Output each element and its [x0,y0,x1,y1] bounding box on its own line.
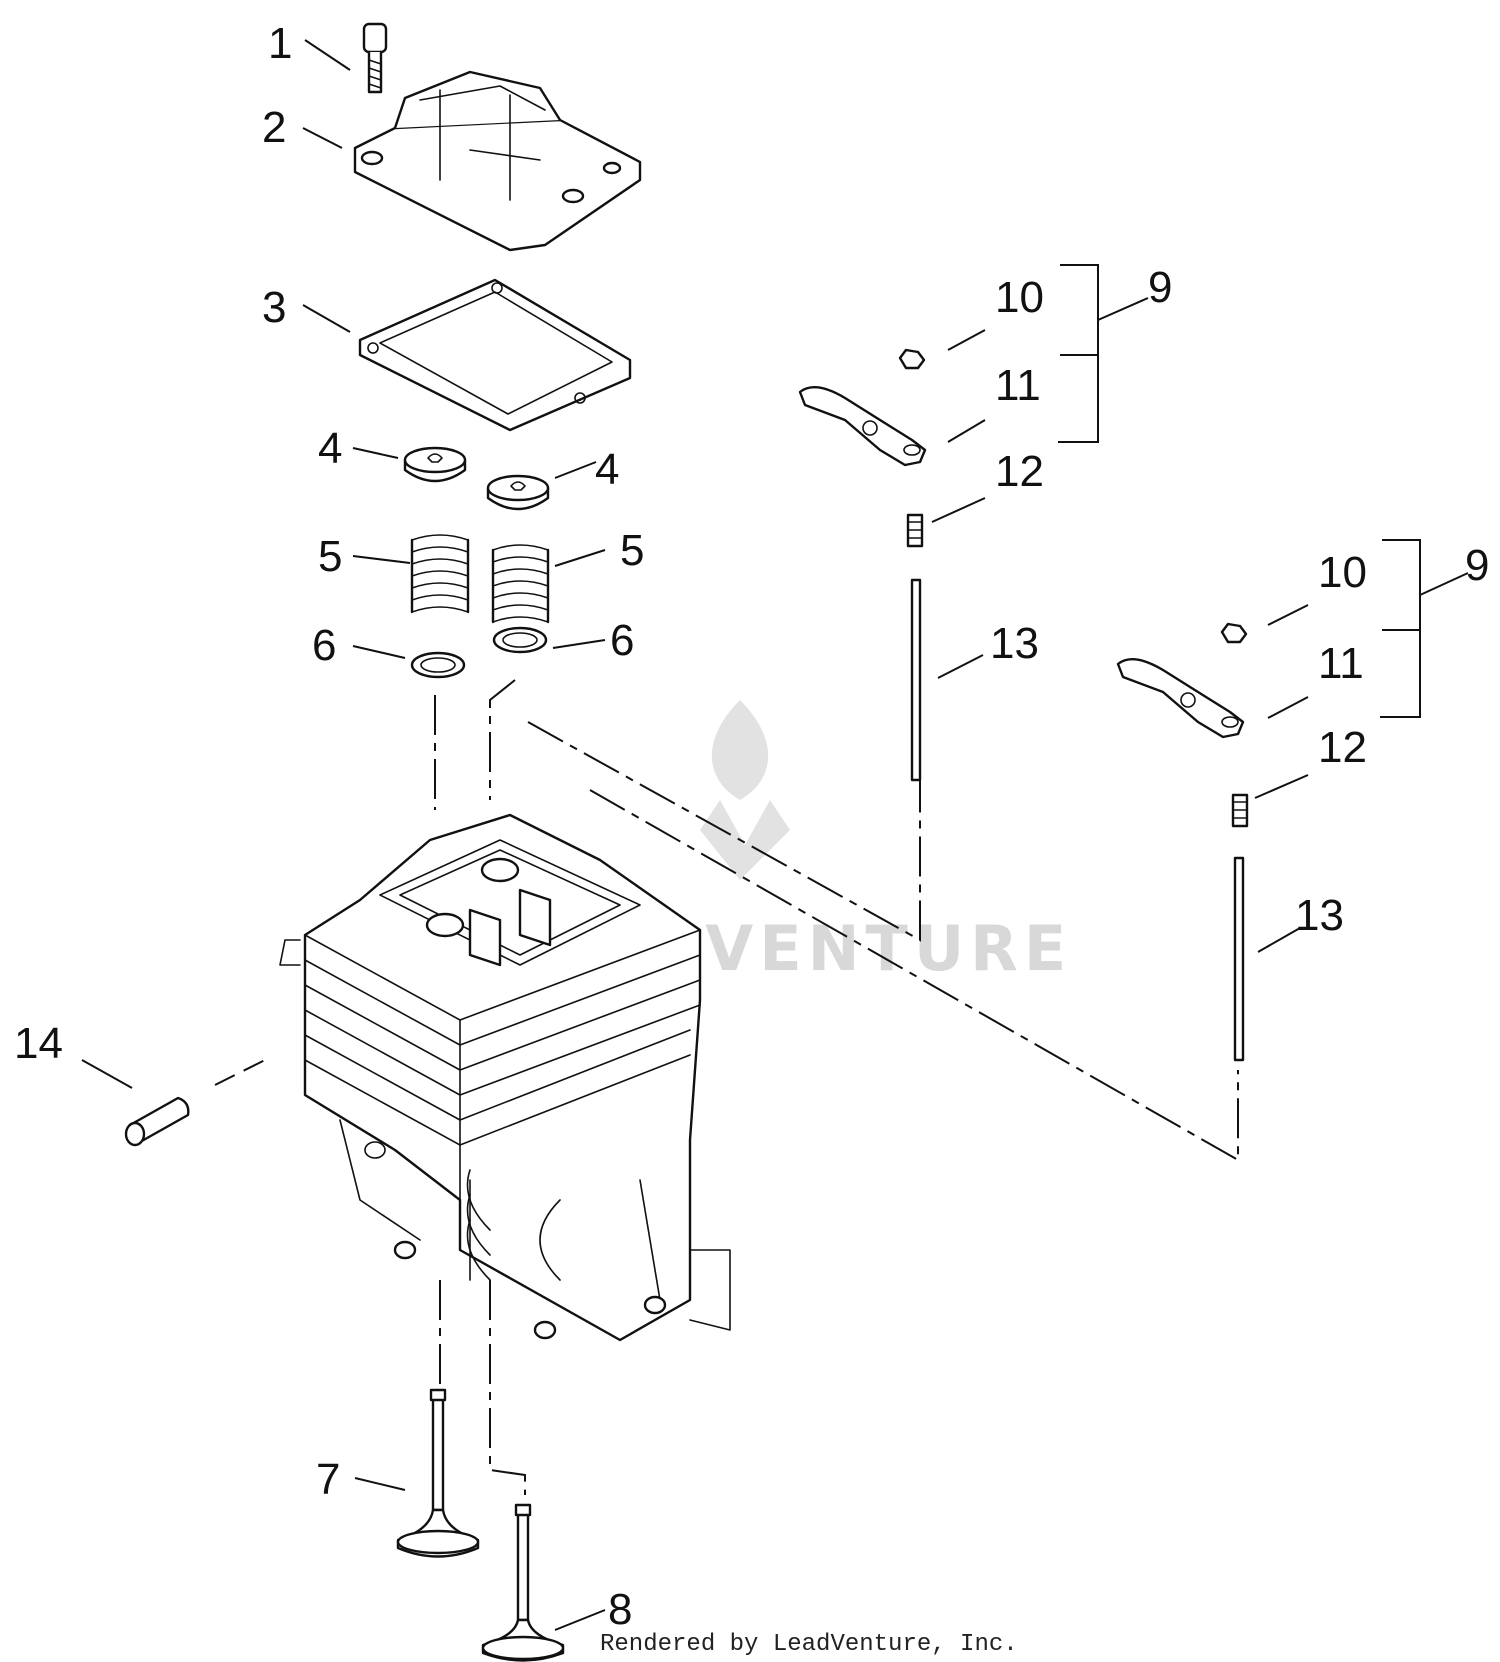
assembly-lines [214,679,1239,1495]
part-14-pin [124,1096,190,1147]
cylinder-head [279,813,731,1342]
callout-13a: 13 [990,619,1039,668]
bracket-9b [1380,539,1469,718]
part-7-valve [396,1388,480,1558]
part-6-washers [410,626,548,679]
callout-9a: 9 [1148,263,1172,312]
callout-13b: 13 [1295,891,1344,940]
callout-5b: 5 [620,526,644,575]
callout-6b: 6 [610,616,634,665]
part-9-rocker-assembly-b [1116,622,1249,1062]
callout-6a: 6 [312,621,336,670]
callout-12b: 12 [1318,723,1367,772]
flame-logo-icon [700,700,790,880]
part-1-bolt [362,22,388,94]
part-8-valve [481,1503,565,1662]
leader-lines [81,39,1309,1631]
callout-1: 1 [268,19,292,68]
callout-9b: 9 [1465,541,1489,590]
part-4-retainers [403,446,550,511]
callout-10a: 10 [995,273,1044,322]
part-3-gasket [358,278,632,432]
part-5-springs [410,534,550,624]
bracket-9a [1058,264,1149,443]
callout-12a: 12 [995,447,1044,496]
callout-11a: 11 [995,361,1041,410]
callout-14: 14 [14,1019,63,1068]
callout-4b: 4 [595,445,619,494]
footer-credit: Rendered by LeadVenture, Inc. [600,1631,1018,1658]
callout-10b: 10 [1318,548,1367,597]
callout-11b: 11 [1318,639,1364,688]
part-9-rocker-assembly-a [798,348,927,782]
callout-numbers: 1 2 3 4 4 5 5 6 6 7 8 10 9 11 12 13 10 9… [14,19,1489,1634]
callout-7: 7 [316,1455,340,1504]
callout-4a: 4 [318,424,342,473]
part-2-valve-cover [353,70,642,252]
callout-8: 8 [608,1585,632,1634]
callout-5a: 5 [318,532,342,581]
callout-2: 2 [262,103,286,152]
callout-3: 3 [262,283,286,332]
